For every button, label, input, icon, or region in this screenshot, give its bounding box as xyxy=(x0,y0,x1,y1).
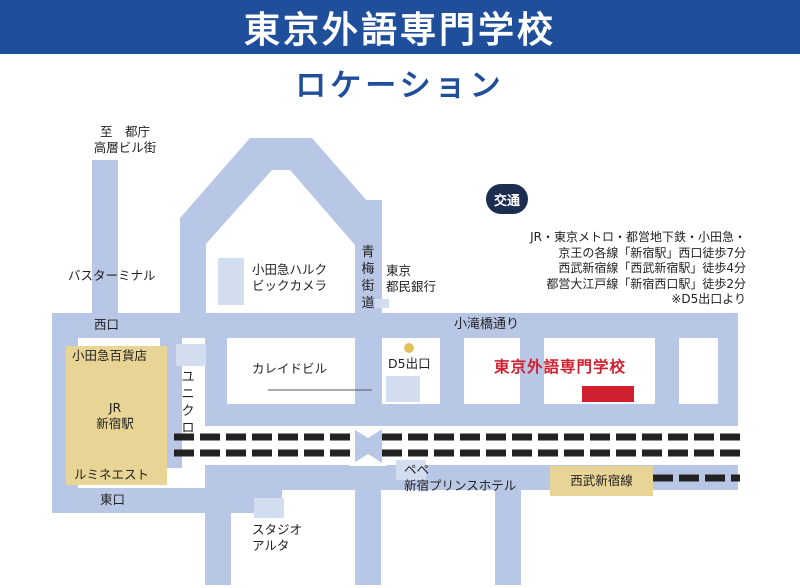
road-block-5 xyxy=(655,338,679,408)
building-alta xyxy=(254,498,284,518)
aome-kaido-label: 青 梅 街 道 xyxy=(360,244,376,312)
railway-tracks xyxy=(174,433,740,482)
road-south-center xyxy=(355,470,381,585)
uniqlo-char-4: ロ xyxy=(181,421,195,436)
access-badge: 交通 xyxy=(486,184,528,214)
tomin-bank-label: 東京 都民銀行 xyxy=(386,263,436,295)
access-line-4: 都営大江戸線「新宿西口駅」徒歩2分 xyxy=(546,276,746,291)
jr-station-label: JR 新宿駅 xyxy=(80,400,150,432)
tomin-bank-label-line-2: 都民銀行 xyxy=(386,279,437,294)
odakyu-halc-label-line-2: ビックカメラ xyxy=(252,278,328,293)
road-otakibashi xyxy=(52,313,738,338)
pepe-label-line-1: ペペ xyxy=(404,462,430,477)
uniqlo-char-1: ユ xyxy=(181,370,195,385)
road-east-south xyxy=(205,470,231,585)
jr-station-building xyxy=(66,346,167,485)
kareido-building-label: カレイドビル xyxy=(252,361,328,376)
uniqlo-char-3: ク xyxy=(181,404,195,419)
building-halc xyxy=(218,258,244,305)
jr-station-label-line-2: 新宿駅 xyxy=(96,416,134,431)
aome-kaido-char-2: 梅 xyxy=(361,262,375,277)
uniqlo-char-2: ニ xyxy=(181,387,195,402)
school-marker xyxy=(582,386,634,402)
road-south-block xyxy=(205,404,738,426)
tomin-bank-label-line-1: 東京 xyxy=(386,263,412,278)
odakyu-halc-label-line-1: 小田急ハルク xyxy=(252,262,328,277)
road-tocho-arch xyxy=(180,138,382,245)
seibu-line-label: 西武新宿線 xyxy=(570,473,633,488)
access-line-1: JR・東京メトロ・都営地下鉄・小田急・ xyxy=(530,230,746,244)
road-block-4 xyxy=(520,338,544,408)
access-info: JR・東京メトロ・都営地下鉄・小田急・ 京王の各線「新宿駅」西口徒歩7分 西武新… xyxy=(486,230,746,308)
pepe-label-line-2: 新宿プリンスホテル xyxy=(404,478,517,493)
d5-exit-label: D5出口 xyxy=(388,356,431,371)
road-east-edge xyxy=(718,338,738,408)
road-south-east xyxy=(495,488,521,585)
jr-station-label-line-1: JR xyxy=(108,400,122,415)
building-uniqlo xyxy=(176,344,206,366)
road-tocho-west xyxy=(92,160,118,330)
aome-kaido-char-3: 街 xyxy=(361,279,375,294)
underpass-arrow-bottom xyxy=(349,454,387,466)
d5-exit-marker xyxy=(404,343,414,353)
road-arch-left-leg xyxy=(180,218,206,330)
uniqlo-label: ユ ニ ク ロ xyxy=(180,369,196,437)
school-name-label: 東京外語専門学校 xyxy=(494,358,627,376)
seibu-station-building xyxy=(550,466,653,496)
aome-kaido-char-1: 青 xyxy=(361,245,375,260)
road-east-exit xyxy=(52,488,282,513)
access-line-2: 京王の各線「新宿駅」西口徒歩7分 xyxy=(558,245,746,260)
studio-alta-label-line-1: スタジオ xyxy=(252,522,303,537)
page-title: 東京外語専門学校 xyxy=(243,10,556,51)
road-block-3 xyxy=(440,338,464,408)
pepe-prince-label: ペペ 新宿プリンスホテル xyxy=(404,462,516,494)
block-kareido xyxy=(227,338,355,404)
higashiguchi-label: 東口 xyxy=(100,492,126,507)
small-buildings xyxy=(176,258,426,518)
access-line-3: 西武新宿線「西武新宿駅」徒歩4分 xyxy=(558,261,746,275)
tocho-label-line-2: 高層ビル街 xyxy=(93,140,157,155)
page-subtitle: ロケーション xyxy=(295,68,505,104)
otakibashi-street-label: 小滝橋通り xyxy=(454,317,520,332)
title-banner: 東京外語専門学校 xyxy=(0,0,800,54)
access-line-note: ※D5出口より xyxy=(671,292,746,306)
underpass-arrow-top xyxy=(349,426,387,438)
tocho-label-line-1: 至 都庁 xyxy=(99,124,150,139)
nishiguchi-label: 西口 xyxy=(94,317,120,332)
studio-alta-label: スタジオ アルタ xyxy=(252,522,302,554)
block-east-1 xyxy=(464,338,520,404)
aome-kaido-char-4: 道 xyxy=(361,296,375,311)
odakyu-dept-label: 小田急百貨店 xyxy=(72,348,148,363)
tomin-bank-marker xyxy=(375,299,389,308)
tocho-label: 至 都庁 高層ビル街 xyxy=(84,124,166,156)
bus-terminal-label: バスターミナル xyxy=(68,268,156,283)
building-d5 xyxy=(386,376,420,402)
aome-underpass xyxy=(349,426,387,466)
lumine-label: ルミネエスト xyxy=(74,467,150,482)
studio-alta-label-line-2: アルタ xyxy=(252,538,290,553)
odakyu-halc-label: 小田急ハルク ビックカメラ xyxy=(252,262,327,294)
building-pepe xyxy=(396,460,426,480)
block-east-2 xyxy=(679,338,718,404)
